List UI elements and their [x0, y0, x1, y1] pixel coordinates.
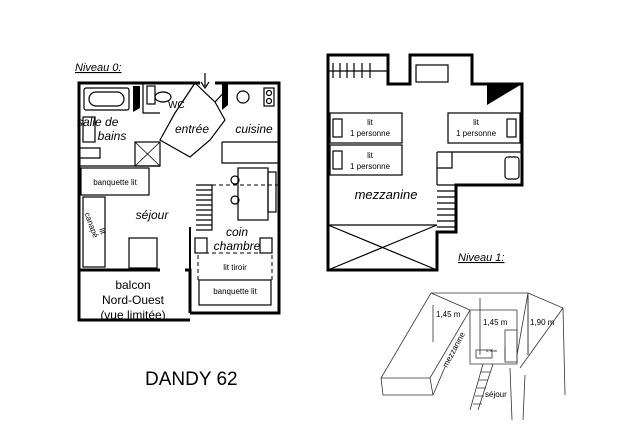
height-label-3: 1,90 m: [530, 318, 555, 327]
room-cuisine: cuisine: [235, 122, 273, 136]
height-label-1: 1,45 m: [436, 310, 461, 319]
bed-1-label-1: lit: [367, 118, 374, 127]
sketch-sejour-label: séjour: [485, 390, 507, 399]
lit-tiroir-label: lit tiroir: [223, 263, 247, 272]
mezzanine-3d-sketch: 1,45 m 1,45 m 1,90 m 0,90m mezzanine séj…: [380, 292, 566, 421]
dining-table: [237, 167, 269, 221]
plan-title: DANDY 62: [145, 369, 238, 390]
bed-2-label-1: lit: [367, 151, 374, 160]
bed-2: lit 1 personne: [329, 144, 403, 176]
level-1-plan: lit 1 personne lit 1 personne lit 1 pers…: [326, 53, 524, 272]
room-balcon-1: balcon: [115, 278, 150, 292]
void-over-sejour: [327, 224, 438, 271]
room-coin-chambre-2: chambre: [214, 239, 261, 253]
sofa-bed-1-label: banquette lit: [93, 178, 137, 187]
skylight: [415, 64, 449, 83]
bathtub: [83, 87, 130, 111]
height-label-4: 0,90m: [486, 348, 498, 353]
sink: [82, 116, 96, 143]
sketch-mezzanine-label: mezzanine: [441, 330, 467, 369]
level-0-plan: Niveau 0: WC banquette lit canapé: [75, 62, 281, 322]
room-salle-de-bains-2: bains: [98, 129, 127, 143]
staircase: [189, 184, 213, 313]
armchair: [128, 237, 158, 269]
bed-1-label-2: 1 personne: [350, 129, 391, 138]
washbasin: [504, 156, 520, 180]
canape-label: canapé: [83, 211, 101, 239]
room-balcon-2: Nord-Ouest: [102, 293, 165, 307]
sofa-bed-2-label: banquette lit: [213, 287, 257, 296]
bed-1: lit 1 personne: [329, 112, 403, 144]
canape-lit-label: lit: [97, 227, 108, 236]
sofa-bed-1: [80, 167, 150, 196]
bed-3-label-1: lit: [473, 118, 480, 127]
room-sejour: séjour: [136, 208, 170, 222]
room-balcon-3: (vue limitée): [100, 308, 165, 322]
room-wc: WC: [168, 100, 185, 111]
entrance-arrow-icon: [200, 73, 210, 90]
room-coin-chambre-1: coin: [226, 225, 248, 239]
cooktop: [263, 87, 275, 107]
canape-lit: [82, 196, 106, 268]
sofa-bed-2: [198, 279, 272, 306]
bed-2-label-2: 1 personne: [350, 162, 391, 171]
level-1-stairs: [437, 184, 456, 228]
bed-3: lit 1 personne: [447, 112, 521, 144]
level-1-heading: Niveau 1:: [458, 252, 504, 264]
kitchen-sink: [236, 90, 250, 104]
room-salle-de-bains-1: salle de: [77, 115, 119, 129]
room-entree: entrée: [175, 122, 209, 136]
height-label-2: 1,45 m: [483, 318, 508, 327]
level-0-heading: Niveau 0:: [75, 62, 121, 74]
bed-3-label-2: 1 personne: [456, 129, 497, 138]
toilet: [154, 91, 172, 103]
room-mezzanine: mezzanine: [355, 187, 418, 202]
